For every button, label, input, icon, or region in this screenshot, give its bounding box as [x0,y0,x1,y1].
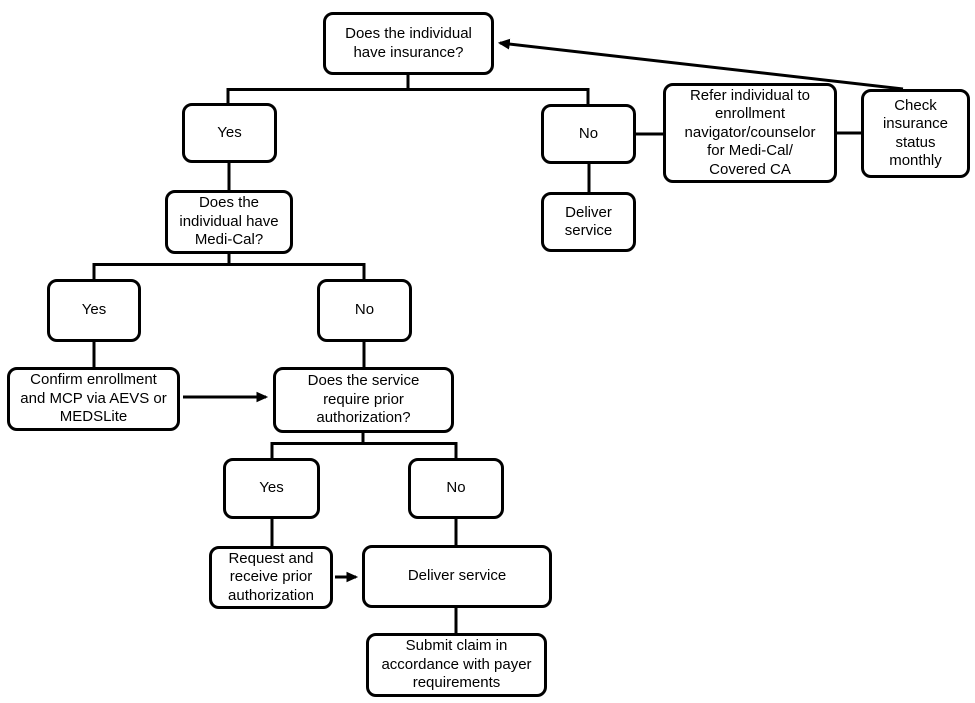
node-medical-no: No [317,279,412,342]
node-medical-question: Does the individual have Medi-Cal? [165,190,293,254]
connector-line [226,88,590,105]
node-insurance-question: Does the individual have insurance? [323,12,494,75]
node-prior-auth-yes: Yes [223,458,320,519]
node-insurance-yes: Yes [182,103,277,163]
node-insurance-no: No [541,104,636,164]
node-medical-yes: Yes [47,279,141,342]
connector-arrow [497,38,904,91]
node-deliver-service-no-insurance: Deliver service [541,192,636,252]
node-confirm-enrollment: Confirm enrollment and MCP via AEVS or M… [7,367,180,431]
node-check-insurance-monthly: Check insurance status monthly [861,89,970,178]
node-request-prior-auth: Request and receive prior authorization [209,546,333,609]
node-prior-auth-no: No [408,458,504,519]
connector-line [92,263,366,280]
node-deliver-service: Deliver service [362,545,552,608]
node-prior-auth-question: Does the service require prior authoriza… [273,367,454,433]
node-submit-claim: Submit claim in accordance with payer re… [366,633,547,697]
node-refer-enrollment-navigator: Refer individual to enrollment navigator… [663,83,837,183]
connector-line [270,442,458,459]
